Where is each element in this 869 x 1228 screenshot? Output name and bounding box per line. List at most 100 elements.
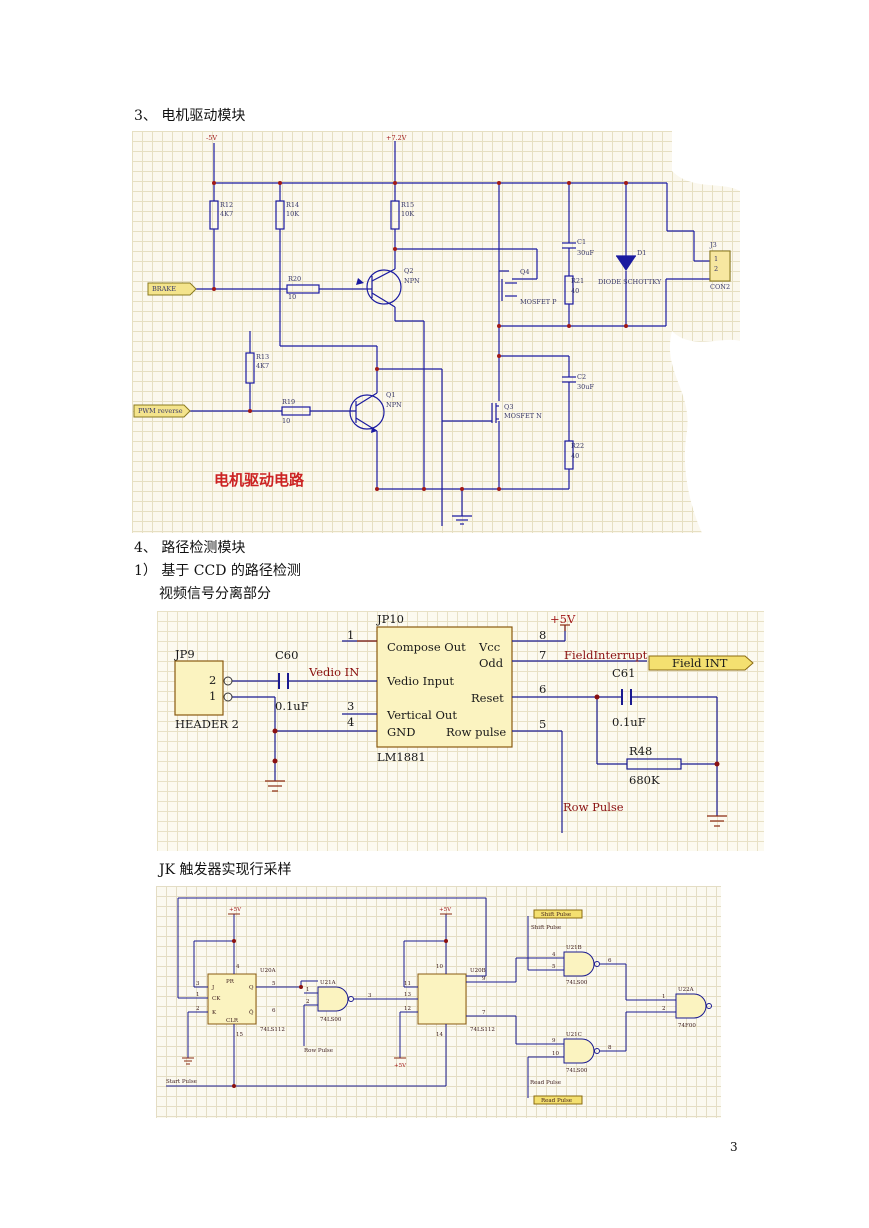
header2-label: HEADER 2 <box>175 717 239 731</box>
q3-type: MOSFET N <box>504 412 542 420</box>
u20a-q: Q <box>249 985 254 991</box>
j3-pin2: 2 <box>714 265 718 273</box>
pin-5: 5 <box>272 981 276 987</box>
video-separation-svg: JP10 JP9 1 3 4 Compose Out Vcc Odd Vedio… <box>174 612 754 833</box>
compose-out-label: Compose Out <box>387 640 466 654</box>
lm1881-label: LM1881 <box>377 750 426 764</box>
pin1: 1 <box>347 628 354 642</box>
vcc-label: Vcc <box>478 640 500 654</box>
r19-value: 10 <box>282 417 290 425</box>
pin-14: 14 <box>436 1032 443 1038</box>
field-int-label: Field INT <box>672 656 728 670</box>
u20a-j: J <box>211 985 214 991</box>
pin-10b: 10 <box>552 1051 559 1057</box>
plus5v-label: +5V <box>550 612 576 626</box>
r14-value: 10K <box>286 210 299 218</box>
pin-4: 4 <box>236 964 240 970</box>
supply-pos-label: +7.2V <box>386 134 407 142</box>
section-heading-path: 4、 路径检测模块 <box>134 540 246 556</box>
brake-label: BRAKE <box>152 285 176 293</box>
video-separation-schematic: JP10 JP9 1 3 4 Compose Out Vcc Odd Vedio… <box>157 611 764 851</box>
read-pulse-net: Read Pulse <box>530 1080 561 1086</box>
u21a-part: 74LS00 <box>320 1017 342 1023</box>
ff-u20a <box>207 973 257 1025</box>
pin-3b: 3 <box>368 993 372 999</box>
start-pulse-net: Start Pulse <box>166 1079 197 1085</box>
scan-cutout <box>672 131 740 191</box>
pin3: 3 <box>347 699 354 713</box>
u20a-ck: CK <box>212 996 221 1002</box>
r19-label: R19 <box>282 398 295 406</box>
q2-type: NPN <box>404 277 420 285</box>
c61-label: C61 <box>612 666 635 680</box>
brake-tag <box>147 282 197 296</box>
c1-value: 30uF <box>577 249 594 257</box>
pin-4b: 4 <box>552 952 556 958</box>
r13-value: 4K7 <box>256 362 269 370</box>
u21c-part: 74LS00 <box>566 1068 588 1074</box>
u20b-label: U20B <box>470 968 486 974</box>
u20a-clr: CLR <box>226 1018 239 1024</box>
u20b-part: 74LS112 <box>470 1027 495 1033</box>
read-pulse-tag: Read Pulse <box>541 1098 572 1104</box>
r48-value: 680K <box>629 773 660 787</box>
r22-label: R22 <box>571 442 584 450</box>
header-pin2: 2 <box>209 673 216 687</box>
pin-2b: 2 <box>306 999 310 1005</box>
pin-13: 13 <box>404 992 411 998</box>
pin-7: 7 <box>482 1010 486 1016</box>
d1-label: D1 <box>637 249 646 257</box>
subsection-heading-ccd: 1） 基于 CCD 的路径检测 <box>134 563 301 579</box>
pin-9b: 9 <box>552 1038 556 1044</box>
shift-pulse-tag: Shift Pulse <box>541 912 571 918</box>
u20a-qbar: Q̄ <box>249 1009 254 1016</box>
pin-1c: 1 <box>662 994 666 1000</box>
q4-label: Q4 <box>520 268 529 276</box>
motor-drive-schematic: BRAKE PWM reverse -5V +7.2V R12 4K7 R14 … <box>132 131 740 533</box>
vedio-in-label: Vedio IN <box>308 665 359 679</box>
vertical-out-label: Vertical Out <box>386 708 457 722</box>
c60-label: C60 <box>275 648 298 662</box>
j3-type: CON2 <box>710 283 730 291</box>
r15-value: 10K <box>401 210 414 218</box>
q1-type: NPN <box>386 401 402 409</box>
field-int-port <box>648 655 754 671</box>
vcc-bottom: +5V <box>394 1063 407 1069</box>
pin8: 8 <box>539 628 546 642</box>
pin6: 6 <box>539 682 546 696</box>
c2-label: C2 <box>577 373 586 381</box>
q4-type: MOSFET P <box>520 298 557 306</box>
pin-11: 11 <box>404 981 411 987</box>
u21a-label: U21A <box>320 980 337 986</box>
r15-label: R15 <box>401 201 414 209</box>
jp9-label: JP9 <box>174 647 195 661</box>
jk-section-heading: JK 触发器实现行采样 <box>159 862 292 878</box>
q2-label: Q2 <box>404 267 413 275</box>
row-pulse-net: Row Pulse <box>304 1048 333 1054</box>
field-interrupt-label: FieldInterrupt <box>564 648 648 662</box>
scan-cutout <box>669 331 740 533</box>
jk-flipflop-svg: +5V +5V +5V Shift Pulse Shift Pulse Read… <box>166 897 712 1105</box>
r12-value: 4K7 <box>220 210 233 218</box>
pin-2: 2 <box>196 1006 200 1012</box>
d1-type: DIODE SCHOTTKY <box>598 278 662 286</box>
pin-2c: 2 <box>662 1006 666 1012</box>
pin-1b: 1 <box>306 987 310 993</box>
r13-label: R13 <box>256 353 269 361</box>
r20-value: 10 <box>288 293 296 301</box>
pin4: 4 <box>347 715 354 729</box>
shift-pulse-port <box>533 909 583 919</box>
u20a-pr: PR <box>226 979 235 985</box>
vedio-input-label: Vedio Input <box>386 674 454 688</box>
supply-neg-label: -5V <box>206 134 217 142</box>
u20a-k: K <box>212 1010 217 1016</box>
video-separation-heading: 视频信号分离部分 <box>159 586 271 602</box>
pin7: 7 <box>539 648 546 662</box>
u21b-label: U21B <box>566 945 582 951</box>
motor-circuit-title: 电机驱动电路 <box>214 471 305 489</box>
reset-label: Reset <box>471 691 504 705</box>
row-pulse-label: Row Pulse <box>563 800 624 814</box>
pwm-label: PWM reverse <box>138 407 183 415</box>
ff-u20b <box>417 973 467 1025</box>
u20a-part: 74LS112 <box>260 1027 285 1033</box>
